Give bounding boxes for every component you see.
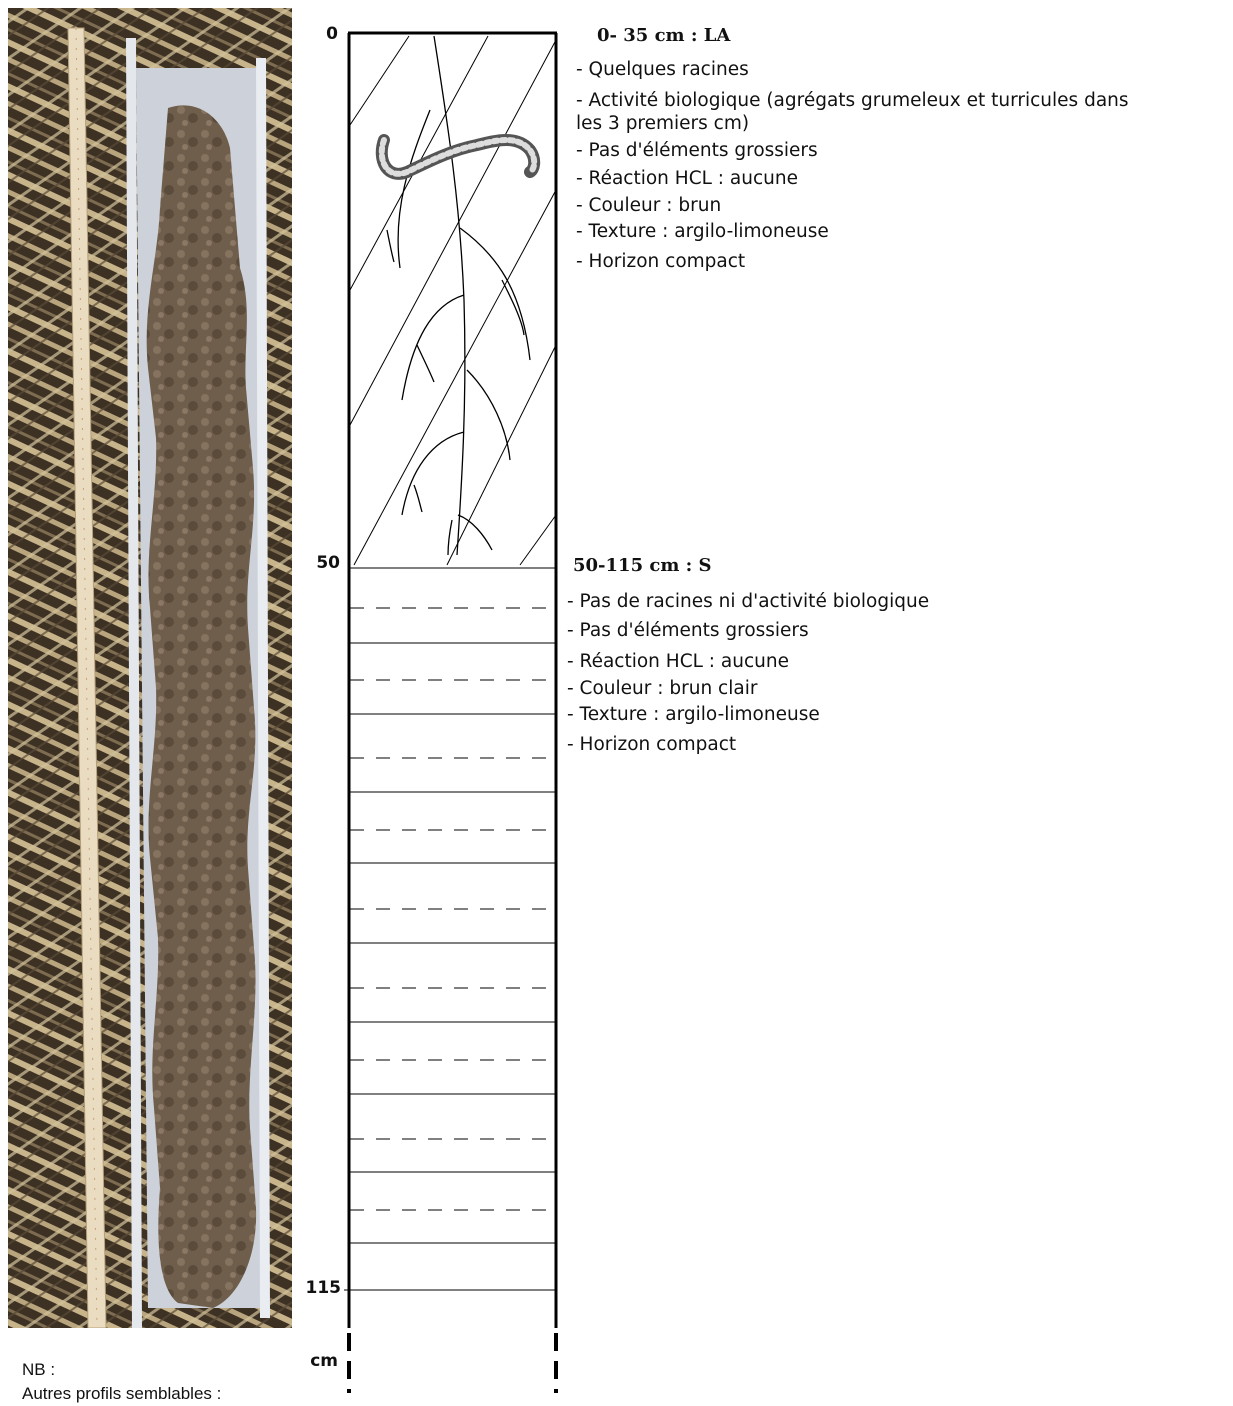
depth-label-0: 0 [288,24,338,44]
earthworm-icon [382,140,534,174]
depth-unit-label: cm [288,1351,338,1371]
la-horizon-hatching [350,36,556,565]
soil-profile-diagram [292,0,572,1393]
horizon-s-item: - Texture : argilo-limoneuse [567,701,929,728]
horizon-la-title: 0- 35 cm : LA [597,25,730,46]
horizon-la-item: - Texture : argilo-limoneuse [576,219,1129,244]
horizon-la-item: - Pas d'éléments grossiers [576,137,1129,164]
horizon-s-item: - Réaction HCL : aucune [567,647,929,676]
horizon-s-item: - Couleur : brun clair [567,676,929,701]
soil-core-photo [8,8,292,1328]
soil-sample [147,105,256,1308]
horizon-s-item: - Horizon compact [567,728,929,762]
horizon-la-item: les 3 premiers cm) [576,113,1129,135]
horizon-la-item: - Activité biologique (agrégats grumeleu… [576,89,1129,113]
horizon-la-item: - Couleur : brun [576,193,1129,219]
s-horizon-layers [344,568,556,1290]
horizon-s-title: 50-115 cm : S [573,555,712,576]
horizon-s-description: - Pas de racines ni d'activité biologiqu… [567,589,929,762]
horizon-la-item: - Horizon compact [576,244,1129,279]
horizon-s-item: - Pas d'éléments grossiers [567,615,929,647]
roots-drawing [387,36,530,555]
horizon-la-item: - Quelques racines [576,56,1129,83]
depth-label-50: 50 [290,553,340,573]
note-nb: NB : [22,1358,221,1382]
notes: NB : Autres profils semblables : [22,1358,221,1406]
horizon-la-item: - Réaction HCL : aucune [576,164,1129,193]
horizon-la-description: - Quelques racines - Activité biologique… [576,56,1129,279]
depth-label-115: 115 [291,1278,341,1298]
note-other-profiles: Autres profils semblables : [22,1382,221,1406]
horizon-s-item: - Pas de racines ni d'activité biologiqu… [567,589,929,615]
